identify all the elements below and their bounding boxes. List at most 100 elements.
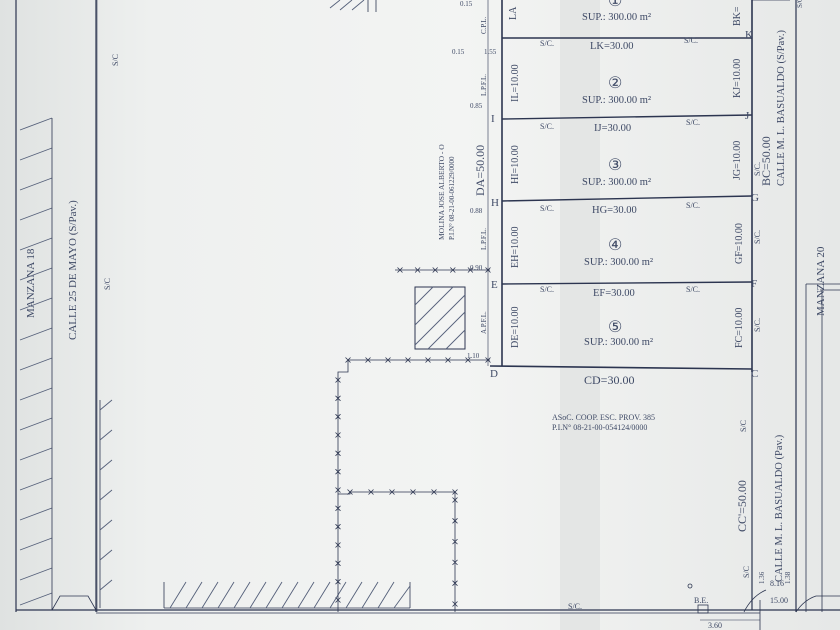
- sc-lot-3-right: S/C.: [686, 201, 700, 210]
- sc-left-upper: S/C: [111, 54, 120, 66]
- vertex-f: F: [751, 278, 757, 290]
- fence-lines: [337, 269, 490, 612]
- dim-ij: IJ=30.00: [594, 123, 631, 134]
- off-110: 1.10: [467, 352, 480, 360]
- left-street: [15, 0, 98, 612]
- sc-lot-4-right: S/C.: [686, 285, 700, 294]
- fence-x-marks: [335, 267, 491, 607]
- lpfl-lower: L.P.F.L.: [480, 228, 488, 250]
- dim-fc: FC=10.00: [734, 308, 745, 348]
- lot-3: ③ SUP.: 300.00 m²: [582, 157, 651, 188]
- sc-lot-2-right: S/C.: [686, 118, 700, 127]
- dim-cc: CC'=50.00: [735, 480, 749, 532]
- calle-25-de-mayo-label: CALLE 25 DE MAYO (S/Pav.): [67, 200, 79, 340]
- fence-x-mark: [452, 497, 458, 503]
- fence-x-mark: [345, 357, 351, 363]
- right-street: [759, 0, 840, 630]
- lot-5-area: SUP.: 300.00 m²: [584, 337, 653, 348]
- sc-right-lower: S/C.: [753, 318, 762, 332]
- lot-1: ① SUP.: 300.00 m²: [582, 0, 651, 23]
- fence-x-mark: [335, 597, 341, 603]
- fence-x-mark: [452, 559, 458, 566]
- fence-x-mark: [335, 377, 341, 383]
- left-hatch-upper: [19, 117, 53, 610]
- fence-x-mark: [335, 523, 341, 530]
- lot-5-number: ⑤: [608, 319, 622, 336]
- dim-il: IL=10.00: [510, 64, 521, 102]
- lot-1-area: SUP.: 300.00 m²: [582, 12, 651, 23]
- lot-4: ④ SUP.: 300.00 m²: [584, 237, 653, 268]
- fence-x-mark: [335, 468, 341, 475]
- assoc-name: ASoC. COOP. ESC. PROV. 385: [552, 413, 655, 422]
- fence-x-mark: [452, 518, 458, 524]
- vertex-j: J: [745, 110, 750, 122]
- sc-right-bottom: S/C: [739, 420, 748, 432]
- dim-kj: KJ=10.00: [732, 59, 743, 98]
- dim-jg: JG=10.00: [732, 141, 743, 180]
- off-090: 0.90: [470, 264, 483, 272]
- fence-x-mark: [410, 489, 416, 495]
- fence-x-mark: [368, 489, 374, 495]
- off-085: 0.85: [470, 102, 483, 110]
- vertex-g: G: [751, 192, 759, 204]
- be-label: B.E.: [694, 596, 708, 605]
- fence-x-mark: [347, 489, 353, 495]
- vertex-c: C: [751, 368, 758, 380]
- neighbor-name: MOLINA JOSE ALBERTO - O: [437, 144, 446, 240]
- lot-3-number: ③: [608, 157, 622, 174]
- fence-x-mark: [405, 357, 411, 363]
- fence-x-mark: [335, 487, 341, 493]
- assoc-pin: P.I.N° 08-21-00-054124/0000: [552, 423, 647, 432]
- vertex-e: E: [491, 279, 498, 291]
- off-155: 1.55: [484, 48, 497, 56]
- dim-de: DE=10.00: [510, 307, 521, 348]
- fence-x-mark: [414, 267, 421, 273]
- fence-x-mark: [432, 267, 438, 273]
- vertex-k: K: [745, 29, 753, 41]
- fence-x-mark: [365, 357, 371, 363]
- vertex-d: D: [490, 368, 498, 380]
- sc-left-middle: S/C: [103, 278, 112, 290]
- fence-x-mark: [465, 357, 471, 363]
- dim-hi: HI=10.00: [510, 145, 521, 184]
- fence-x-mark: [335, 560, 341, 567]
- fence-x-mark: [335, 578, 341, 585]
- sc-far-right-top: S/C: [796, 0, 804, 8]
- fence-x-mark: [335, 395, 341, 402]
- fence-x-mark: [335, 413, 341, 420]
- neighbor-pin: P.I.N° 08-21-00-061229/0000: [448, 156, 456, 240]
- dim-eh: EH=10.00: [510, 227, 521, 268]
- fence-x-mark: [431, 489, 437, 495]
- fence-x-mark: [467, 267, 474, 273]
- top-hatch-fragment: [329, 0, 377, 12]
- lot-5: ⑤ SUP.: 300.00 m²: [584, 319, 653, 348]
- sc-bottom-frontage: S/C.: [568, 602, 582, 611]
- fence-x-mark: [452, 538, 458, 545]
- sc-lot-1-right: S/C.: [684, 36, 698, 45]
- dim-bk: BK=: [732, 6, 743, 26]
- sc-right-mid: S/C.: [753, 230, 762, 244]
- sc-right-corner: S/C: [742, 566, 751, 578]
- off-015-top: 0.15: [460, 0, 473, 8]
- corner-details: [687, 583, 840, 621]
- lot-block-outline: [487, 0, 790, 610]
- off-1500: 15.00: [770, 596, 788, 605]
- off-136: 1.36: [758, 571, 766, 584]
- fence-x-mark: [335, 505, 341, 512]
- lot-3-area: SUP.: 300.00 m²: [582, 177, 651, 188]
- off-088: 0.88: [470, 207, 483, 215]
- sc-lot-1-left: S/C.: [540, 39, 554, 48]
- lot-2-area: SUP.: 300.00 m²: [582, 95, 651, 106]
- sc-lot-2-left: S/C.: [540, 122, 554, 131]
- fence-x-mark: [335, 450, 341, 457]
- fence-x-mark: [452, 580, 458, 586]
- cpl-label: C.P.L.: [480, 16, 488, 34]
- fence-x-mark: [397, 267, 403, 273]
- lot-1-number: ①: [608, 0, 622, 10]
- sc-right-upper: S/C.: [753, 162, 762, 176]
- fence-x-mark: [335, 542, 341, 548]
- fence-x-mark: [385, 357, 391, 363]
- bottom-frontage: [16, 595, 840, 614]
- fence-x-mark: [452, 601, 458, 607]
- calle-basualdo-bottom-label: CALLE M. L. BASUALDO (Pav.): [774, 434, 785, 582]
